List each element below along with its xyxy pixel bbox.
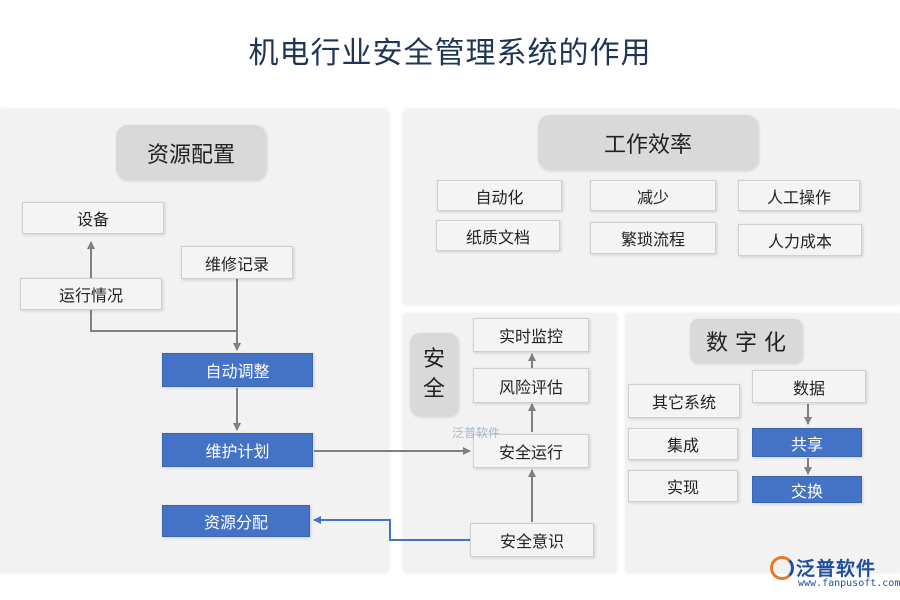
efficiency-header: 工作效率 xyxy=(538,115,758,170)
page-title: 机电行业安全管理系统的作用 xyxy=(248,36,652,71)
safety-header-char: 安 xyxy=(422,346,445,372)
other-systems-box: 其它系统 xyxy=(628,384,740,418)
repair-record-box: 维修记录 xyxy=(181,246,293,279)
efficiency-item: 繁琐流程 xyxy=(590,222,716,254)
auto-adjust-box: 自动调整 xyxy=(162,353,313,387)
exchange-box: 交换 xyxy=(752,476,862,503)
realize-box: 实现 xyxy=(628,470,738,502)
maintenance-plan-box: 维护计划 xyxy=(162,433,313,467)
logo-url: www.fanpusoft.com xyxy=(798,578,900,589)
safety-header: 安 全 xyxy=(410,333,458,416)
brand-logo: 泛普软件 www.fanpusoft.com xyxy=(770,550,900,600)
safety-awareness-box: 安全意识 xyxy=(470,523,594,557)
equipment-box: 设备 xyxy=(22,202,164,234)
efficiency-item: 自动化 xyxy=(437,180,562,211)
efficiency-item: 人力成本 xyxy=(738,224,862,256)
realtime-monitor-box: 实时监控 xyxy=(473,318,589,352)
risk-assessment-box: 风险评估 xyxy=(473,368,589,403)
resource-header: 资源配置 xyxy=(116,125,266,180)
integration-box: 集成 xyxy=(628,428,738,460)
efficiency-item: 人工操作 xyxy=(738,180,860,211)
safety-header-char: 全 xyxy=(422,376,445,402)
resource-panel xyxy=(0,110,388,572)
share-box: 共享 xyxy=(752,428,862,457)
efficiency-item: 减少 xyxy=(590,180,716,211)
data-box: 数据 xyxy=(752,370,866,403)
line-running-to-adjust xyxy=(90,310,237,332)
efficiency-item: 纸质文档 xyxy=(436,220,560,251)
logo-icon xyxy=(770,556,794,580)
digital-header: 数 字 化 xyxy=(690,319,802,363)
running-status-box: 运行情况 xyxy=(20,278,162,310)
arrow-awareness-to-allocation xyxy=(313,516,470,541)
logo-name: 泛普软件 xyxy=(796,558,877,580)
resource-allocation-box: 资源分配 xyxy=(162,505,310,537)
safe-operation-box: 安全运行 xyxy=(473,434,589,468)
watermark-text: 泛普软件 xyxy=(452,426,501,440)
